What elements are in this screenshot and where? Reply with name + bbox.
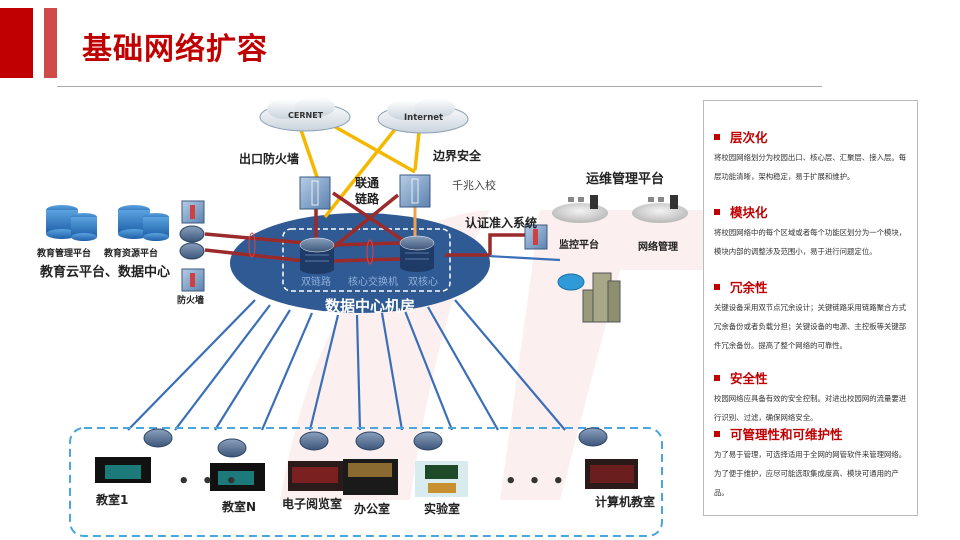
feature-section: 层次化 将校园网络划分为校园出口、核心层、汇聚层、接入层。每层功能清晰，架构稳定… [714,127,912,186]
network-diagram: CERNET Internet 出口防火墙 边界安全 联通 链路 千兆入校 运维… [0,95,700,540]
core-switch-label: 核心交换机 [348,277,398,288]
border-security-label: 边界安全 [433,149,482,163]
page-title: 基础网络扩容 [82,32,268,67]
feature-description: 为了易于管理，可选择适用于全网的网管软件来管理网络。为了便于维护，应尽可能选取集… [714,450,907,497]
endpoint-label: 电子阅览室 [282,497,343,511]
bullet-square-icon [714,283,720,290]
firewall-icon [299,176,331,210]
link-label-line2: 链路 [355,192,380,206]
router-icon [578,427,608,447]
router-icon [179,242,205,260]
router-icon [143,428,173,448]
exit-firewall-label: 出口防火墙 [239,152,300,166]
cloud-internet [377,98,469,134]
features-panel: 层次化 将校园网络划分为校园出口、核心层、汇聚层、接入层。每层功能清晰，架构稳定… [703,100,918,516]
title-accent-bar [0,8,33,78]
feature-description: 关键设备采用双节点冗余设计；关键链路采用链路聚合方式冗余备份或者负载分担；关键设… [714,303,907,350]
feature-description: 将校园网络划分为校园出口、核心层、汇聚层、接入层。每层功能清晰，架构稳定，易于扩… [714,153,907,181]
feature-section: 冗余性 关键设备采用双节点冗余设计；关键链路采用链路聚合方式冗余备份或者负载分担… [714,277,912,355]
cloud-cernet [259,97,351,132]
auth-system-label: 认证准入系统 [465,216,538,230]
database-icon [46,205,97,241]
firewall-icon [181,268,205,292]
building-icon [582,272,621,323]
branch-router-icon [557,273,585,291]
endpoint-label: 教室N [222,500,257,514]
router-icon [179,225,205,243]
cloud-label-cernet: CERNET [288,111,324,120]
access-routers [143,427,608,458]
router-icon [217,438,247,458]
datacenter-label: 数据中心机房 [325,297,416,315]
router-icon [355,431,385,451]
edu-cloud-label: 教育云平台、数据中心 [40,265,171,280]
feature-title: 可管理性和可维护性 [730,427,843,442]
firewall-icon [181,200,205,224]
link-label-line1: 联通 [355,176,380,190]
firewall-icon [399,174,431,208]
feature-description: 校园网络应具备有效的安全控制。对进出校园网的流量要进行识别、过滤，确保网络安全。 [714,394,907,422]
endpoint-label: 计算机教室 [595,495,656,509]
title-accent-bar-light [44,8,57,78]
bullet-square-icon [714,208,720,215]
endpoint-label: 办公室 [354,502,391,516]
endpoint-label: 教室1 [96,493,129,507]
monitor-platform-icon [552,195,608,223]
endpoint-label: 实验室 [424,502,461,516]
feature-section: 可管理性和可维护性 为了易于管理，可选择适用于全网的网管软件来管理网络。为了便于… [714,424,912,502]
ellipsis-indicator: • • • [178,471,241,492]
edu-resource-platform-label: 教育资源平台 [104,249,159,259]
core-switch-icon [299,237,335,274]
ops-platform-label: 运维管理平台 [586,172,665,187]
gigabit-label: 千兆入校 [452,179,496,192]
bullet-square-icon [714,374,720,381]
access-links [127,253,566,431]
feature-title: 安全性 [730,371,768,386]
database-icon [118,205,169,241]
ellipsis-indicator: • • • [505,471,568,492]
feature-title: 模块化 [730,205,768,220]
dual-core-label: 双核心 [408,277,438,288]
core-switch-icon [399,235,435,272]
title-divider [57,86,822,87]
monitor-platform-label: 监控平台 [559,240,599,251]
edu-mgmt-platform-label: 教育管理平台 [37,249,92,259]
network-mgmt-icon [632,195,688,223]
router-icon [413,431,443,451]
feature-section: 模块化 将校园网络中的每个区域或者每个功能区划分为一个模块，模块内部的调整涉及范… [714,202,912,261]
router-icon [299,431,329,451]
feature-section: 安全性 校园网络应具备有效的安全控制。对进出校园网的流量要进行识别、过滤，确保网… [714,368,912,427]
bullet-square-icon [714,133,720,140]
firewall-label: 防火墙 [177,296,205,306]
bullet-square-icon [714,430,720,437]
diagram-canvas [46,97,688,537]
feature-description: 将校园网络中的每个区域或者每个功能区划分为一个模块，模块内部的调整涉及范围小，易… [714,228,907,256]
feature-title: 冗余性 [730,280,768,295]
dual-link-label: 双链路 [301,277,331,288]
feature-title: 层次化 [730,130,768,145]
network-mgmt-label: 网络管理 [638,242,678,253]
cloud-label-internet: Internet [404,113,444,123]
auth-firewall-icon [524,224,548,250]
access-zone-border [69,427,663,537]
endpoint-images [95,457,638,497]
